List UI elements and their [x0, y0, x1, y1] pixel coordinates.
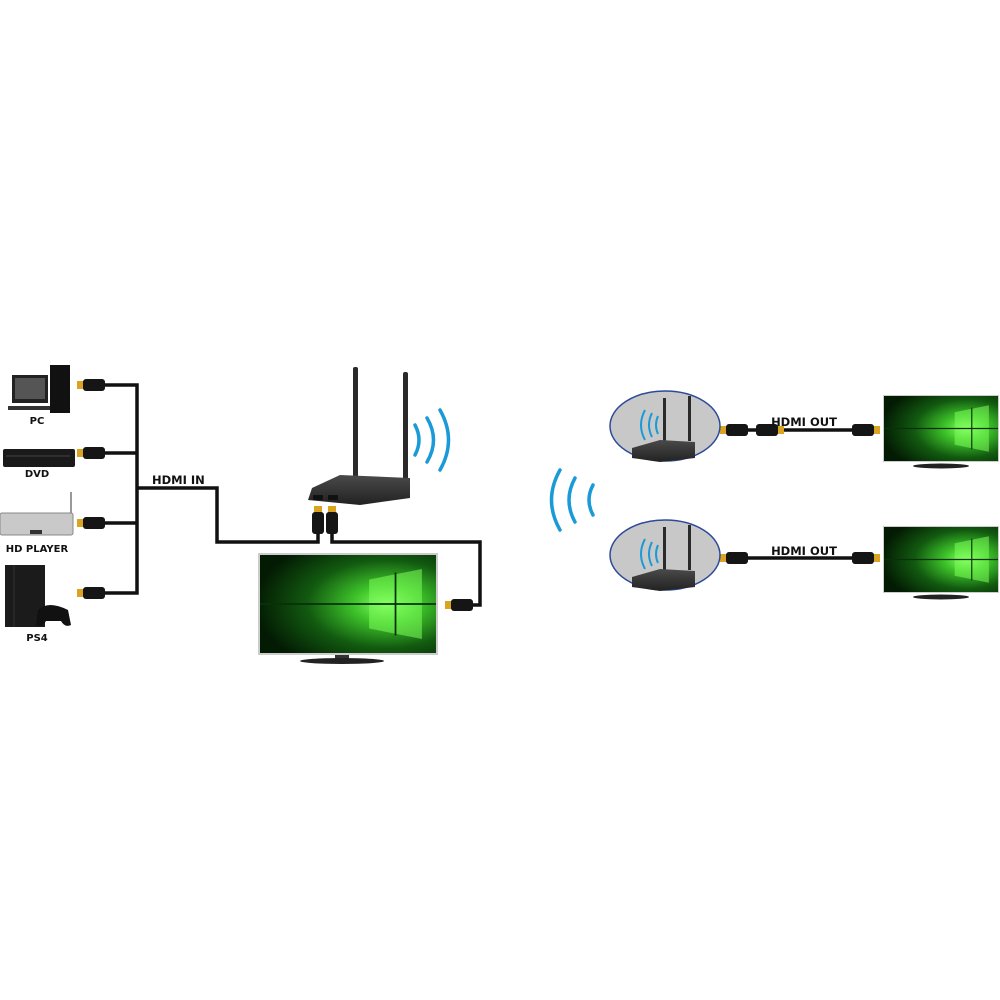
wifi-signal-icon: [549, 468, 595, 532]
wifi-signal-icon: [413, 408, 451, 472]
hdmi-out-label-1: HDMI OUT: [771, 415, 837, 429]
input-cables: [105, 383, 852, 607]
source-label-pc: PC: [30, 416, 45, 427]
remote-tv-display-2: [883, 526, 999, 600]
transmitter-device: [308, 367, 410, 505]
dvd-player-icon: [3, 449, 75, 467]
ps4-console-icon: [5, 565, 71, 627]
source-label-dvd: DVD: [25, 469, 49, 480]
hdmi-in-label: HDMI IN: [152, 473, 205, 487]
desktop-pc-icon: [8, 365, 70, 413]
receiver-1: [609, 390, 721, 462]
hd-player-icon: [0, 492, 74, 536]
source-label-ps4: PS4: [26, 633, 48, 644]
local-tv-display: [258, 553, 438, 664]
source-label-hd-player: HD PLAYER: [6, 544, 69, 555]
remote-tv-display-1: [883, 395, 999, 469]
hdmi-out-label-2: HDMI OUT: [771, 544, 837, 558]
receiver-2: [609, 519, 721, 591]
